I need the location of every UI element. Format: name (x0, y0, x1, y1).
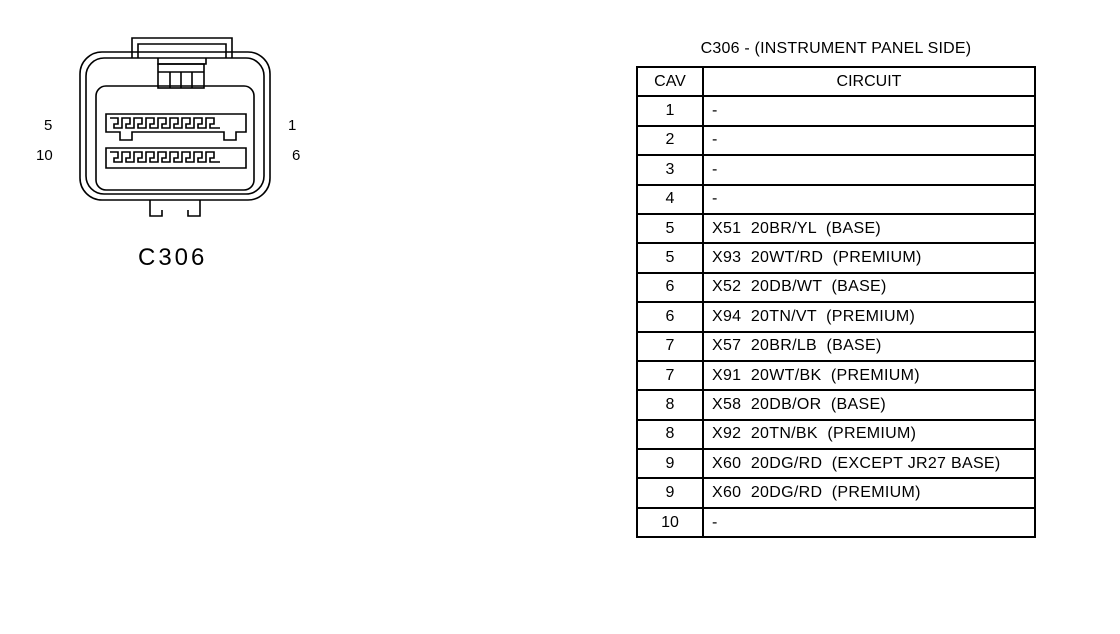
cell-cav: 5 (636, 212, 704, 245)
column-header-circuit: CIRCUIT (702, 65, 1036, 98)
cell-circuit: - (702, 506, 1036, 539)
table-row: 1- (636, 95, 1036, 127)
pin-label-bottom-right: 6 (292, 147, 301, 164)
cell-cav: 4 (636, 183, 704, 215)
pin-label-top-right: 1 (288, 117, 297, 134)
cell-cav: 1 (636, 95, 704, 127)
connector-foot-left (149, 200, 163, 217)
cell-cav: 9 (636, 448, 704, 480)
table-row: 10- (636, 506, 1036, 539)
connector-face (95, 85, 255, 191)
column-header-cav: CAV (636, 65, 704, 98)
table-title: C306 - (INSTRUMENT PANEL SIDE) (700, 40, 972, 57)
cell-cav: 10 (636, 506, 704, 539)
connector-diagram (79, 37, 271, 217)
cell-cav: 3 (636, 154, 704, 186)
connector-name: C306 (138, 244, 208, 271)
connector-housing-outer (79, 51, 271, 201)
cell-circuit: - (702, 124, 1036, 157)
cell-cav: 2 (636, 124, 704, 157)
cell-cav: 9 (636, 477, 704, 509)
table-row: 4- (636, 183, 1036, 215)
cell-circuit: X92 20TN/BK (PREMIUM) (702, 418, 1036, 451)
cell-circuit: - (702, 183, 1036, 215)
pin-label-top-left: 5 (44, 117, 53, 134)
cell-cav: 5 (636, 242, 704, 274)
cell-circuit: X52 20DB/WT (BASE) (702, 271, 1036, 304)
cell-circuit: X91 20WT/BK (PREMIUM) (702, 359, 1036, 392)
table-header-row: CAV CIRCUIT (636, 65, 1036, 98)
connector-foot-right (187, 200, 201, 217)
cell-circuit: X57 20BR/LB (BASE) (702, 330, 1036, 362)
cell-circuit: X58 20DB/OR (BASE) (702, 389, 1036, 421)
table-row: 3- (636, 154, 1036, 186)
cell-cav: 8 (636, 418, 704, 451)
cell-circuit: X60 20DG/RD (EXCEPT JR27 BASE) (702, 448, 1036, 480)
cell-cav: 6 (636, 271, 704, 304)
cell-cav: 6 (636, 301, 704, 333)
connector-latch (131, 37, 233, 58)
cell-cav: 7 (636, 330, 704, 362)
cell-circuit: - (702, 154, 1036, 186)
cell-circuit: X93 20WT/RD (PREMIUM) (702, 242, 1036, 274)
pin-row-top (105, 113, 247, 141)
pin-label-bottom-left: 10 (36, 147, 53, 164)
cell-circuit: - (702, 95, 1036, 127)
cell-circuit: X51 20BR/YL (BASE) (702, 212, 1036, 245)
table-row: 2- (636, 124, 1036, 157)
cell-circuit: X94 20TN/VT (PREMIUM) (702, 301, 1036, 333)
cell-circuit: X60 20DG/RD (PREMIUM) (702, 477, 1036, 509)
cell-cav: 7 (636, 359, 704, 392)
pin-row-bottom (105, 147, 247, 169)
cell-cav: 8 (636, 389, 704, 421)
